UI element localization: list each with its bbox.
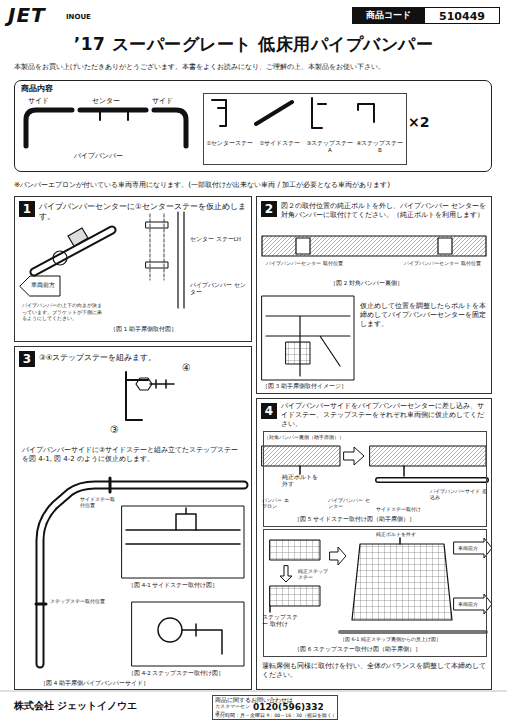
step-number: 3 — [19, 351, 35, 367]
contact-box: 商品に関するお問い合わせはカスタマーセンター0120(596)332受付時間：月… — [212, 695, 338, 720]
part-name: ③ステップステー A — [306, 140, 354, 154]
step-panel: 2図２の取付位置の純正ボルトを外し、パイプバンパー センターを対角バンパーに取付… — [256, 196, 492, 394]
callout-label: パイプバンパーセンター 取付位置 — [266, 260, 346, 266]
part-label: サイド — [28, 97, 60, 106]
step-text: ③④ステップステーを組みます。 — [39, 353, 247, 363]
direction-label: 車両前方 — [458, 601, 486, 607]
part-name: ④ステップステー B — [356, 140, 404, 154]
direction-label: 車両前方 — [31, 282, 61, 289]
figure-caption: ［図 6 ステップステー取付け図（助手席側）］ — [294, 646, 484, 653]
callout-label: ステップステー取付位置 — [50, 598, 122, 604]
callout-label: サイドステー取付位置 — [80, 496, 118, 509]
part-name: ②サイドステー — [256, 140, 304, 147]
callout-label: パイプバンパー センター — [328, 498, 372, 510]
quantity: ×2 — [408, 114, 438, 132]
phone-number: 0120(596)332 — [253, 702, 337, 714]
figure-caption: ［図 4 助手席側パイプバンパーサイド］ — [40, 680, 244, 687]
direction-label: 車両前方 — [458, 545, 486, 551]
part-label: センター — [92, 97, 132, 106]
figure-caption: ［図 4-1 サイドステー取付け図］ — [128, 582, 248, 589]
step-panel: 3 ③④ステップステーを組みます。 — [14, 346, 252, 690]
callout-label: 純正ボルトを 外す — [282, 474, 322, 488]
step-number: 4 — [261, 403, 277, 419]
callout-label: バンパー エプロン — [262, 498, 292, 510]
callout-label: パイプバンパー センター — [190, 282, 248, 296]
figure-caption: ［図 4-2 ステップステー取付け図］ — [128, 670, 248, 677]
callout-number: ④ — [182, 362, 196, 375]
step-number: 2 — [261, 201, 277, 217]
callout-label: 純正ボルトを外す — [376, 531, 436, 537]
callout-label: パイプバンパーセンター 取付位置 — [404, 260, 484, 266]
note-text: ※バンパーエプロンが付いている車両専用になります。(一部取付けが出来ない車両 /… — [14, 180, 494, 189]
step-text: パイプバンパーセンターに①センターステーを仮止めします。 — [39, 202, 247, 221]
step-panel: 4パイプバンパーサイドをパイプバンパーセンターに差し込み、サイドステー、ステップ… — [256, 398, 492, 690]
section-heading: 商品内容 — [21, 84, 81, 94]
parts-box: ①センターステー②サイドステー③ステップステー A④ステップステー B — [203, 93, 407, 165]
callout-label: サイドステー取付け — [376, 506, 436, 512]
figure-caption: ［図 6-1 純正ステップ裏側からの見上げ図］ — [340, 637, 490, 643]
instruction-text: パイプバンパーサイドに②サイドステーと組み立てたステップステーを図 4-1, 図… — [22, 446, 244, 464]
callout-label: センター ステーLH — [190, 236, 246, 243]
callout-label: （対角バンパー裏側（助手席側）） — [264, 434, 414, 440]
part-label: パイプバンパー — [74, 152, 144, 161]
note-text: パイプバンパーの上下の向きが決まっています。ブラケットが下側に来るようにしてくだ… — [22, 302, 106, 322]
figure-caption: ［図 3 助手席側取付イメージ］ — [262, 383, 392, 390]
company-name: 株式会社 ジェットイノウエ — [14, 700, 154, 713]
code-box: 商品コード510449 — [352, 7, 500, 26]
figure-caption: ［図 5 サイドステー取付け図（助手席側）］ — [294, 516, 484, 523]
code-number: 510449 — [424, 7, 500, 24]
logo-text: INOUE — [66, 13, 106, 22]
callout-label: ステップステー 取付け — [262, 614, 302, 628]
step-text: 図２の取付位置の純正ボルトを外し、パイプバンパー センターを対角バンパーに取付け… — [281, 201, 487, 219]
step-text: パイプバンパーサイドをパイプバンパーセンターに差し込み、サイドステー、ステップス… — [281, 402, 487, 429]
step-number: 1 — [19, 201, 35, 217]
instruction-text: 仮止めして位置を調整したらボルトを本締めしてパイプバンパーセンターを固定します。 — [360, 302, 486, 329]
callout-label: パイプバンパーサイド 差込み — [430, 488, 488, 501]
part-label: サイド — [152, 97, 184, 106]
figure-caption: ［図 2 対角バンパー裏側］ — [330, 280, 460, 287]
title-text: ’17 スーパーグレート 低床用パイプバンパー — [0, 34, 507, 56]
part-name: ①センターステー — [206, 140, 254, 147]
contact-text: 受付時間：月～金曜日 9：00～16：30（祝日を除く） — [215, 713, 337, 719]
callout-label: 純正ステップステー — [298, 568, 328, 581]
figure-caption: ［図 1 助手席側取付図］ — [110, 326, 240, 333]
intro-text: 本製品をお買い上げいただきありがとうございます。本書をよくお読みになり、ご理解の… — [14, 62, 494, 71]
code-heading: 商品コード — [352, 7, 424, 24]
callout-number: ③ — [110, 424, 124, 437]
instruction-text: 運転席側も同様に取付けを行い、全体のバランスを調整して本締めしてください。 — [262, 662, 488, 680]
